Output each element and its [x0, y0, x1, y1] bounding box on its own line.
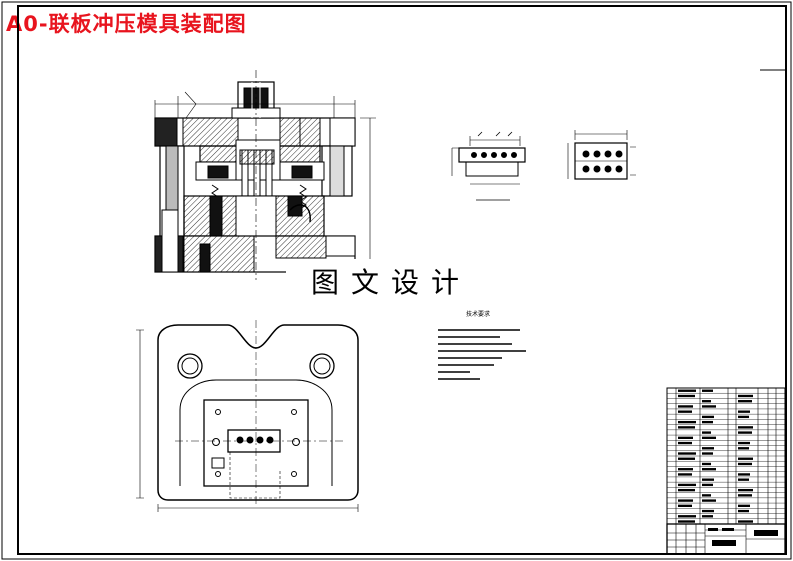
- plan-view: [136, 320, 359, 512]
- bom-cell-mark: [678, 504, 692, 507]
- bill-of-materials: [666, 387, 786, 525]
- bom-cell-mark: [678, 389, 696, 392]
- bom-cell-mark: [702, 468, 716, 471]
- corner-mark: [760, 69, 787, 76]
- bom-cell-mark: [678, 452, 696, 455]
- bom-cell-mark: [702, 405, 716, 408]
- bom-cell-mark: [738, 478, 749, 481]
- bom-cell-mark: [702, 400, 711, 403]
- bom-cell-mark: [702, 462, 711, 466]
- inner-border: [17, 5, 787, 555]
- tech-requirements-heading: 技术要求: [466, 310, 490, 318]
- bom-cell-mark: [738, 400, 752, 403]
- bom-cell-mark: [738, 473, 750, 476]
- bom-cell-mark: [738, 504, 750, 507]
- bom-cell-mark: [702, 452, 713, 455]
- bom-cell-mark: [738, 462, 752, 466]
- bom-cell-mark: [702, 436, 716, 439]
- bom-cell-mark: [702, 431, 711, 434]
- watermark-text: 图文设计: [310, 266, 471, 299]
- tech-requirements: [438, 329, 526, 380]
- bom-cell-mark: [678, 426, 695, 429]
- bom-cell-mark: [738, 415, 749, 419]
- bom-cell-mark: [678, 473, 692, 476]
- title-block: [666, 523, 786, 555]
- bom-cell-mark: [702, 415, 714, 419]
- part-view-side: [451, 131, 526, 201]
- bom-cell-mark: [678, 394, 695, 398]
- bom-cell-mark: [702, 478, 714, 481]
- bom-cell-mark: [738, 441, 750, 445]
- bom-cell-mark: [738, 520, 753, 523]
- bom-cell-mark: [702, 483, 713, 487]
- drawing-title: A0-联板冲压模具装配图: [6, 12, 247, 36]
- bom-cell-mark: [678, 520, 695, 523]
- bom-cell-mark: [702, 494, 711, 497]
- bom-cell-mark: [678, 499, 693, 502]
- bom-cell-mark: [738, 426, 753, 429]
- bom-cell-mark: [678, 436, 693, 439]
- bom-cell-mark: [678, 468, 693, 471]
- front-section-view: [154, 70, 376, 280]
- bom-cell-mark: [738, 457, 753, 460]
- bom-cell-mark: [702, 447, 714, 450]
- bom-cell-mark: [678, 405, 693, 408]
- bom-cell-mark: [738, 431, 752, 434]
- bom-cell-mark: [702, 420, 713, 424]
- bom-cell-mark: [702, 499, 716, 502]
- bom-cell-mark: [678, 441, 692, 445]
- bom-cell-mark: [738, 494, 752, 497]
- bom-cell-mark: [678, 515, 696, 518]
- bom-cell-mark: [702, 389, 713, 392]
- bom-cell-mark: [678, 483, 696, 487]
- bom-cell-mark: [678, 420, 696, 424]
- bom-cell-mark: [702, 515, 713, 518]
- bom-cell-mark: [678, 457, 695, 460]
- bom-cell-mark: [738, 394, 753, 398]
- bom-cell-mark: [702, 509, 714, 513]
- bom-cell-mark: [678, 488, 695, 492]
- bom-cell-mark: [738, 488, 753, 492]
- bom-cell-mark: [738, 447, 749, 450]
- bom-cell-mark: [738, 509, 749, 513]
- part-view-top: [567, 130, 636, 180]
- bom-cell-mark: [678, 410, 692, 413]
- watermark-box: 图文设计: [286, 259, 496, 303]
- bom-cell-mark: [738, 410, 750, 413]
